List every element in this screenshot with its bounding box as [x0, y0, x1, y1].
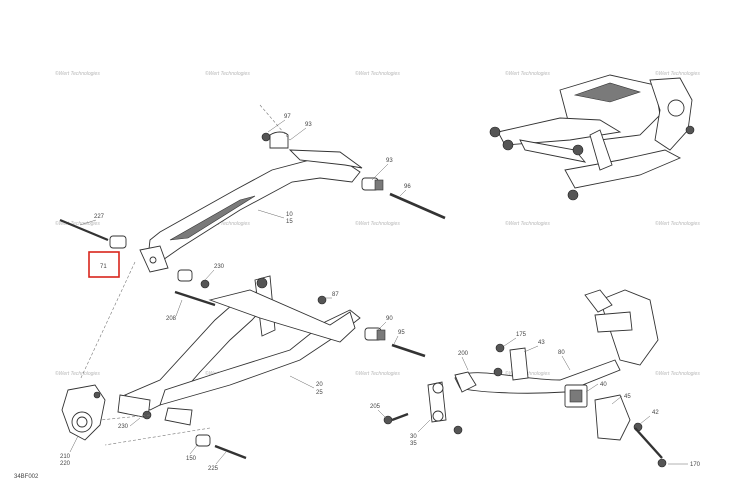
assembled-suspension-overview [489, 74, 695, 201]
watermark: ©Wert Technologies [505, 70, 550, 77]
watermark: ©Wert Technologies [205, 70, 250, 77]
sway-bar-assembly [383, 289, 667, 468]
callout-label: 93 [386, 158, 393, 164]
callout-label: 35 [410, 441, 417, 447]
callout-label: 205 [370, 404, 381, 410]
callout-label: 90 [386, 316, 393, 322]
callout-label: 80 [558, 350, 565, 356]
callout-label: 30 [410, 434, 417, 440]
callout-label: 10 [286, 212, 293, 218]
diagram-id: 34BF002 [14, 474, 39, 480]
callout-label: 96 [404, 184, 411, 190]
callout-label: 43 [538, 340, 545, 346]
watermark: ©Wert Technologies [655, 70, 700, 77]
callout-label: 230 [214, 264, 225, 270]
callout-label: 87 [332, 292, 339, 298]
callout-label: 97 [284, 114, 291, 120]
steering-knuckle [61, 384, 106, 441]
callout-labels: 97 93 93 96 227 10 15 71 230 208 87 90 9… [60, 114, 701, 472]
callout-label: 25 [316, 390, 323, 396]
watermark: ©Wert Technologies [655, 220, 700, 227]
callout-label: 150 [186, 456, 197, 462]
callout-label: 15 [286, 219, 293, 225]
callout-label: 95 [398, 330, 405, 336]
watermark: ©Wert Technologies [505, 220, 550, 227]
callout-label: 40 [600, 382, 607, 388]
watermark: ©Wert Technologies [55, 70, 100, 77]
watermark: ©Wert Technologies [655, 370, 700, 377]
callout-label: 210 [60, 454, 71, 460]
watermark: ©Wert Technologies [55, 220, 100, 227]
lower-a-arm [117, 269, 426, 460]
callout-label: 227 [94, 214, 105, 220]
callout-label: 45 [624, 394, 631, 400]
watermark: ©Wert Technologies [355, 70, 400, 77]
alignment-dashed-lines [79, 104, 291, 446]
callout-label: 42 [652, 410, 659, 416]
callout-label: 20 [316, 382, 323, 388]
callout-label: 220 [60, 461, 71, 467]
upper-a-arm [59, 131, 446, 273]
callout-label: 175 [516, 332, 527, 338]
callout-label: 200 [458, 351, 469, 357]
callout-label: 208 [166, 316, 177, 322]
watermark: ©Wert Technologies [355, 370, 400, 377]
callout-label highlighted-callout: 71 [100, 264, 107, 270]
callout-label: 93 [305, 122, 312, 128]
watermark: ©Wert Technologies [205, 220, 250, 227]
callout-label: 230 [118, 424, 129, 430]
callout-label: 225 [208, 466, 219, 472]
watermark: ©Wert Technologies [55, 370, 100, 377]
watermark: ©Wert Technologies [355, 220, 400, 227]
callout-label: 170 [690, 462, 701, 468]
highlight-box [88, 251, 120, 278]
